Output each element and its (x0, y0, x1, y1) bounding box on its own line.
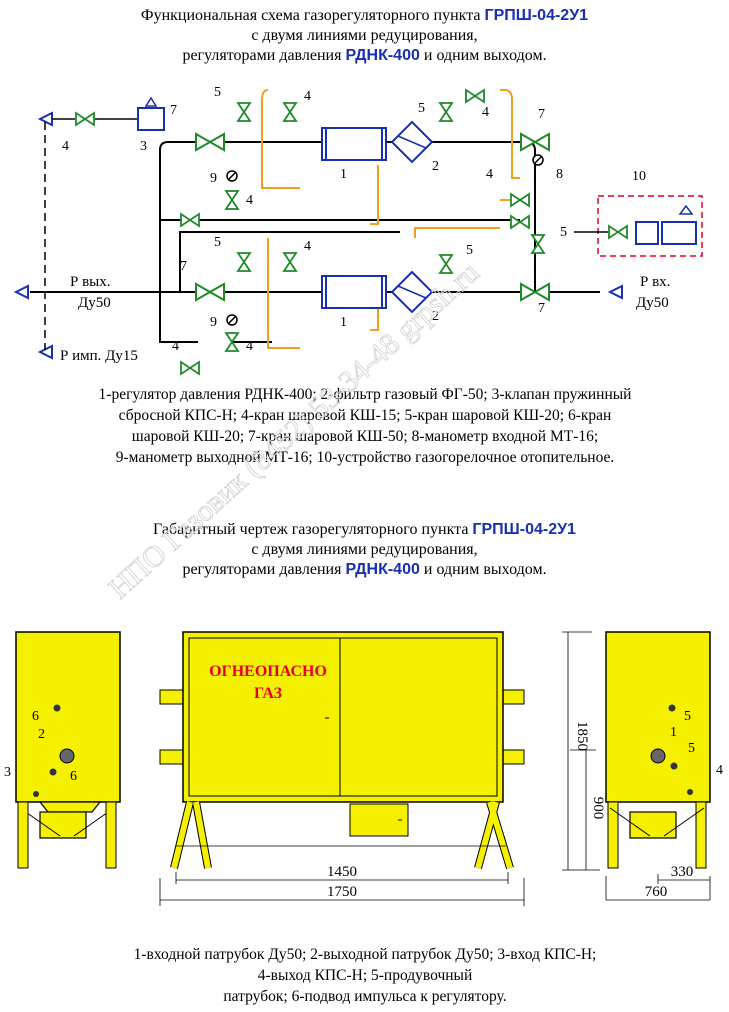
label-5: 5 (214, 85, 221, 100)
label-7c: 7 (180, 259, 187, 274)
label-5b: 5 (418, 101, 425, 116)
callout-6: 6 (32, 709, 39, 724)
label-4c: 4 (482, 105, 489, 120)
dim-depth-inner: 330 (671, 864, 694, 880)
dn-out-label: Ду50 (78, 295, 111, 311)
p-imp-label: Р имп. Ду15 (60, 348, 138, 364)
cabinet-front-view: ОГНЕОПАСНО ГАЗ 1450 1750 (159, 631, 525, 906)
callout-2: 2 (38, 727, 45, 742)
scheme-title-text: Функциональная схема газорегуляторного п… (140, 7, 485, 24)
label-2: 2 (432, 159, 439, 174)
scheme-legend: 1-регулятор давления РДНК-400; 2-фильтр … (98, 386, 632, 466)
label-4e: 4 (486, 167, 493, 182)
label-7b: 7 (538, 107, 545, 122)
label-5d: 5 (560, 225, 567, 240)
callout-6b: 6 (70, 769, 77, 784)
regulator-icon (321, 127, 387, 161)
label-1b: 1 (340, 315, 347, 330)
callout-3: 3 (4, 765, 11, 780)
height-dimensions: 1850 900 (562, 631, 606, 871)
label-5c: 5 (214, 235, 221, 250)
relief-valve-icon (137, 107, 165, 131)
label-4: 4 (62, 139, 69, 154)
scheme-title: Функциональная схема газорегуляторного п… (0, 6, 729, 66)
warning-text-1: ОГНЕОПАСНО (209, 663, 327, 680)
label-9: 9 (210, 171, 217, 186)
drawing-title: Габаритный чертеж газорегуляторного пунк… (153, 521, 576, 578)
dim-depth: 760 (645, 884, 668, 900)
label-9b: 9 (210, 315, 217, 330)
label-10: 10 (632, 169, 646, 184)
label-4b: 4 (304, 89, 311, 104)
label-8: 8 (556, 167, 563, 182)
label-5e: 5 (466, 243, 473, 258)
callout-4: 4 (716, 763, 723, 778)
callout-5b: 5 (688, 741, 695, 756)
callout-5: 5 (684, 709, 691, 724)
label-7d: 7 (538, 301, 545, 316)
dim-width-outer: 1750 (327, 884, 357, 900)
dim-height: 1850 (574, 721, 590, 751)
cabinet-right-view: 330 760 (605, 631, 711, 901)
label-4g: 4 (246, 339, 253, 354)
label-4f: 4 (304, 239, 311, 254)
dn-in-label: Ду50 (636, 295, 669, 311)
label-4h: 4 (172, 339, 179, 354)
drawing-legend: 1-входной патрубок Ду50; 2-выходной патр… (133, 946, 597, 1005)
label-7: 7 (170, 103, 177, 118)
regulator-code: РДНК-400 (345, 561, 420, 578)
regulator-code: РДНК-400 (345, 47, 420, 64)
regulator-icon (321, 275, 387, 309)
label-1: 1 (340, 167, 347, 182)
product-code: ГРПШ-04-2У1 (484, 7, 589, 24)
p-out-label: Р вых. (70, 274, 111, 290)
filter-icon (390, 270, 434, 314)
callout-1: 1 (670, 725, 677, 740)
p-in-label: Р вх. (640, 274, 670, 290)
warning-text-2: ГАЗ (254, 685, 283, 702)
dim-width-inner: 1450 (327, 864, 357, 880)
label-3: 3 (140, 139, 147, 154)
label-2b: 2 (432, 309, 439, 324)
product-code: ГРПШ-04-2У1 (472, 521, 576, 538)
filter-icon (390, 120, 434, 164)
cabinet-left-view (15, 631, 121, 869)
label-4d: 4 (246, 193, 253, 208)
dim-height-low: 900 (590, 797, 606, 820)
functional-scheme: 4 3 7 5 4 1 5 2 4 7 8 9 4 4 10 5 4 5 5 7… (13, 85, 703, 375)
scheme-title-line2: с двумя линиями редуцирования, (251, 27, 478, 44)
